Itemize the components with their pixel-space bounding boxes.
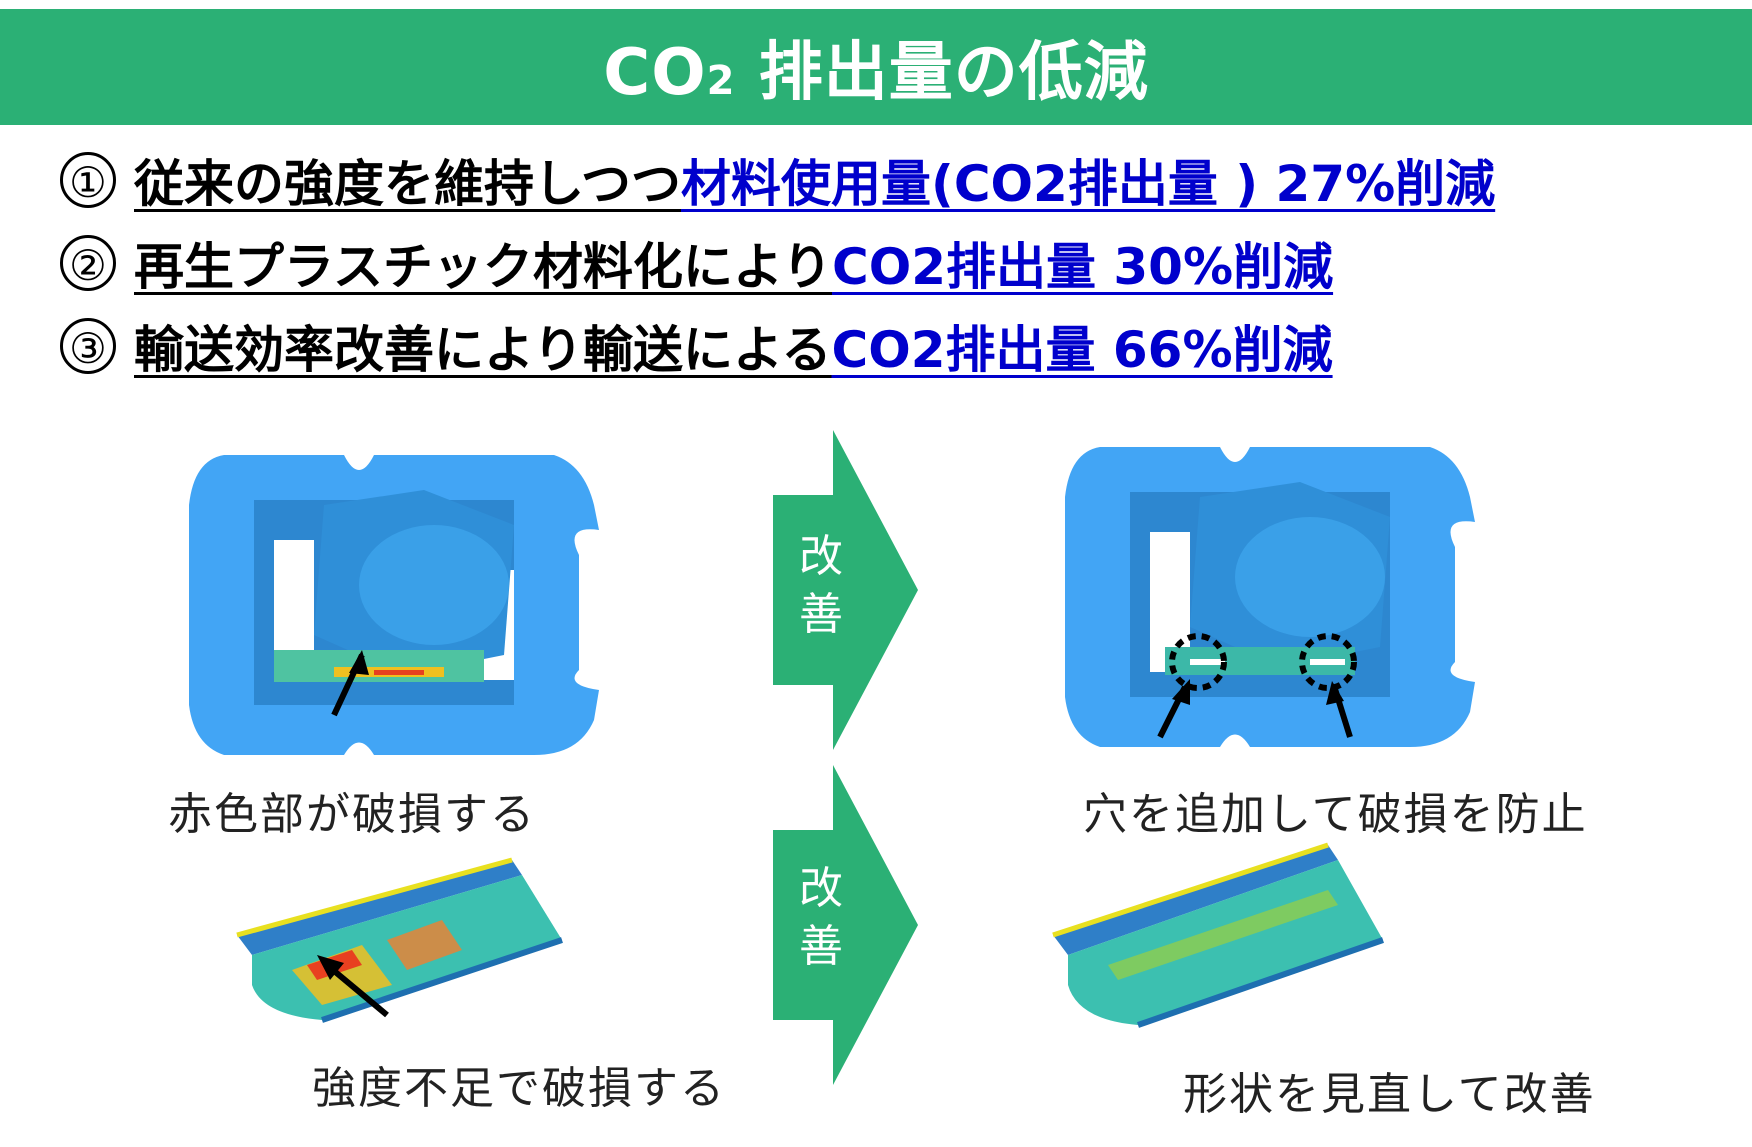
number-badge: ② <box>60 235 116 291</box>
bracket-after-image <box>1052 842 1384 1028</box>
caption-after-bottom: 形状を見直して改善 <box>1183 1069 1596 1120</box>
point-text: 輸送効率改善により輸送による <box>134 321 832 379</box>
improve-arrow-top: 改善 <box>773 430 918 750</box>
page-title: CO2 排出量の低減 <box>603 36 1149 110</box>
point-highlight: CO2排出量 66%削減 <box>831 321 1333 379</box>
caption-before-top: 赤色部が破損する <box>168 789 536 840</box>
number-badge: ③ <box>60 318 116 374</box>
caption-before-bottom: 強度不足で破損する <box>312 1063 726 1114</box>
bracket-before-image <box>236 857 563 1023</box>
improve-arrow-bottom: 改善 <box>773 765 918 1085</box>
arrow-label: 改善 <box>799 863 843 972</box>
number-badge: ① <box>60 152 116 208</box>
point-2: ② 再生プラスチック材料化により CO2排出量 30%削減 <box>60 228 1333 298</box>
point-highlight: 材料使用量(CO2排出量 ) 27%削減 <box>681 155 1496 213</box>
point-1: ① 従来の強度を維持しつつ 材料使用量(CO2排出量 ) 27%削減 <box>60 145 1495 215</box>
part-before-image <box>189 455 599 755</box>
point-3: ③ 輸送効率改善により輸送による CO2排出量 66%削減 <box>60 311 1333 381</box>
point-text: 再生プラスチック材料化により <box>134 238 832 296</box>
caption-after-top: 穴を追加して破損を防止 <box>1083 789 1588 840</box>
point-text: 従来の強度を維持しつつ <box>134 155 681 213</box>
part-after-image <box>1065 447 1475 747</box>
title-banner: CO2 排出量の低減 <box>0 9 1752 125</box>
arrow-label: 改善 <box>799 531 843 640</box>
point-highlight: CO2排出量 30%削減 <box>832 238 1334 296</box>
